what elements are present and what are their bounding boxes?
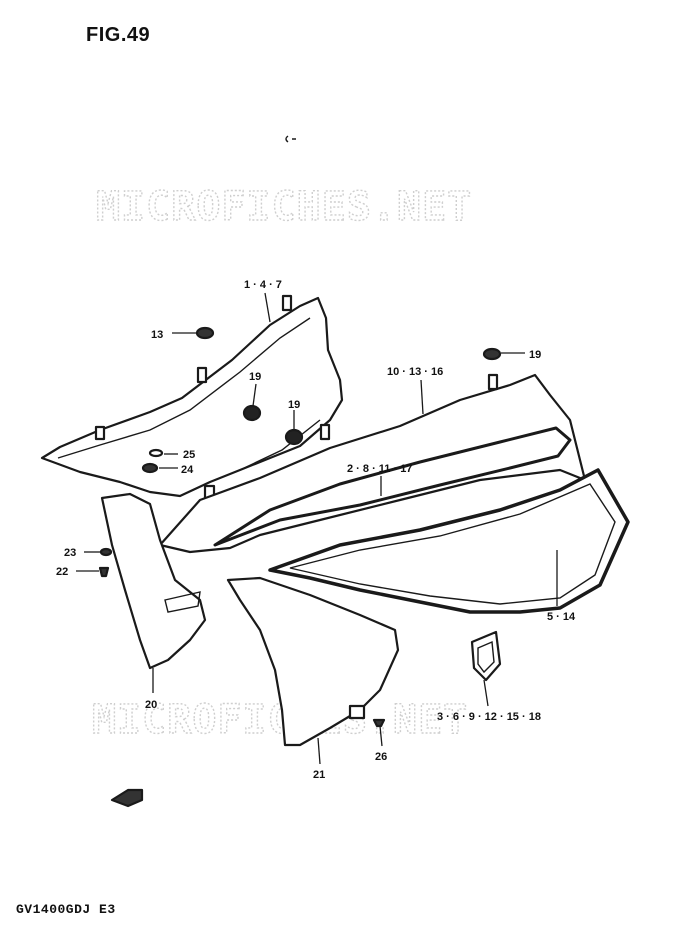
callout-21: 21 [313, 769, 325, 781]
watermark-top: MICROFICHES.NET [96, 184, 472, 230]
leader-3-6-9 [483, 679, 489, 707]
screw-22 [98, 566, 110, 578]
leader-19a [252, 383, 257, 407]
callout-3-6-9-12-15-18: 3 · 6 · 9 · 12 · 15 · 18 [437, 711, 541, 723]
emblem-badge [470, 630, 502, 682]
callout-2-8-11-17: 2 · 8 · 11 · 17 [347, 463, 412, 475]
bracket-tab-20 [164, 591, 201, 613]
emblem-badge-inner [477, 640, 495, 674]
callout-24: 24 [181, 464, 194, 476]
callout-19b: 19 [288, 399, 300, 411]
callout-20: 20 [145, 699, 157, 711]
grommet-19a [242, 404, 262, 422]
mount-pin-3 [94, 425, 106, 441]
mount-pin-2 [196, 366, 208, 384]
frame-cover-upper [40, 294, 344, 500]
lower-cover-20 [100, 492, 207, 670]
mount-pin-1 [281, 294, 293, 312]
callout-23: 23 [64, 547, 76, 559]
model-code: GV1400GDJ E3 [16, 902, 116, 917]
grommet-13 [195, 326, 215, 340]
callout-1-4-7: 1 · 4 · 7 [244, 279, 282, 291]
callout-5-14: 5 · 14 [547, 611, 576, 623]
callout-19a: 19 [249, 371, 261, 383]
leader-1-4-7 [264, 292, 271, 323]
stray-mark [285, 135, 296, 143]
leader-10-13-16 [420, 379, 424, 415]
callout-10-13-16: 10 · 13 · 16 [387, 366, 443, 378]
lower-cover-21 [226, 576, 400, 747]
grommet-19b [284, 428, 304, 446]
callout-19c: 19 [529, 349, 541, 361]
figure-title: FIG.49 [86, 24, 151, 46]
washer-25 [148, 448, 164, 458]
collar-23 [99, 547, 113, 557]
mount-pin-6 [319, 423, 331, 441]
leader-26 [379, 725, 383, 747]
callout-26: 26 [375, 751, 387, 763]
callout-25: 25 [183, 449, 195, 461]
side-cover-right [158, 373, 587, 554]
callout-22: 22 [56, 566, 68, 578]
watermark-bottom: MICROFICHES.NET [92, 697, 468, 743]
front-arrow-icon [110, 788, 144, 808]
leader-21 [317, 737, 321, 765]
screw-26 [372, 718, 386, 728]
grommet-19c [482, 347, 502, 361]
cover-clip-21 [348, 704, 366, 720]
stripe-panel-inner [289, 483, 616, 605]
mount-pin-5 [487, 373, 499, 391]
nut-24 [141, 462, 159, 474]
callout-13: 13 [151, 329, 163, 341]
